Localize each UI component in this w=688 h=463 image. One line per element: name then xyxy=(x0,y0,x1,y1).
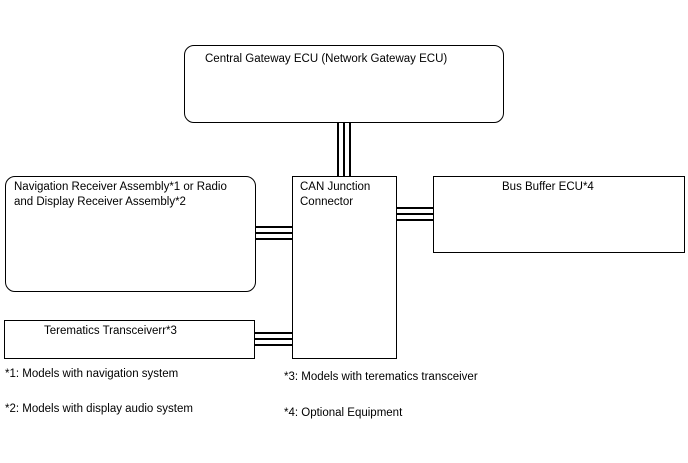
footnote-1: *1: Models with navigation system xyxy=(5,368,179,380)
wire-navigation-to-junction xyxy=(255,226,293,240)
can-junction-connector-box: CAN Junction Connector xyxy=(292,176,397,359)
bus-buffer-ecu-box: Bus Buffer ECU*4 xyxy=(433,176,685,253)
gateway-ecu-box: Central Gateway ECU (Network Gateway ECU… xyxy=(184,45,504,123)
wire-junction-to-bus-buffer xyxy=(396,207,434,221)
navigation-receiver-box: Navigation Receiver Assembly*1 or Radio … xyxy=(5,176,256,292)
footnote-4: *4: Optional Equipment xyxy=(284,407,403,419)
footnote-2: *2: Models with display audio system xyxy=(5,403,193,415)
telematics-transceiver-label: Terematics Transceiverr*3 xyxy=(44,325,177,337)
navigation-receiver-label: Navigation Receiver Assembly*1 or Radio … xyxy=(14,181,227,208)
bus-buffer-ecu-label: Bus Buffer ECU*4 xyxy=(502,181,594,193)
wire-telematics-to-junction xyxy=(254,332,293,346)
gateway-ecu-label: Central Gateway ECU (Network Gateway ECU… xyxy=(205,53,448,65)
telematics-transceiver-box: Terematics Transceiverr*3 xyxy=(4,320,255,359)
wire-gateway-to-junction xyxy=(337,122,351,178)
footnote-3: *3: Models with terematics transceiver xyxy=(284,371,478,383)
can-junction-connector-label: CAN Junction Connector xyxy=(300,181,371,208)
